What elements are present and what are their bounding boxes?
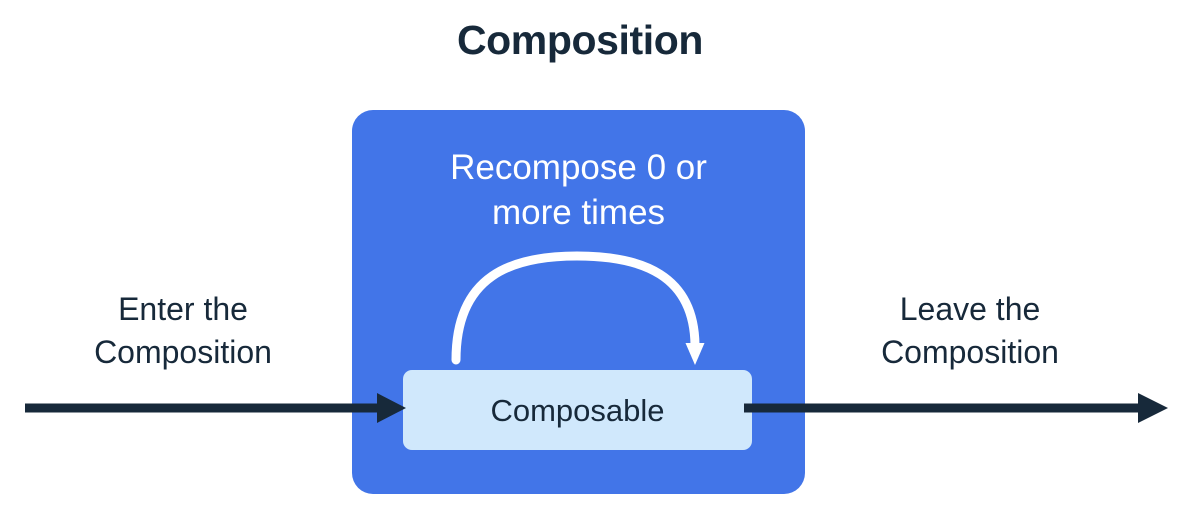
page-title: Composition	[456, 17, 704, 63]
enter-composition-arrow-icon	[25, 393, 406, 423]
enter-composition-label: Enter the Composition	[94, 291, 272, 370]
composable-label: Composable	[490, 392, 665, 428]
leave-composition-arrow-icon	[744, 393, 1168, 423]
composable-node: Composable	[403, 370, 752, 450]
recompose-caption: Recompose 0 or more times	[450, 148, 707, 232]
leave-composition-label: Leave the Composition	[881, 291, 1059, 370]
recompose-loop-arrow-icon	[451, 251, 705, 365]
